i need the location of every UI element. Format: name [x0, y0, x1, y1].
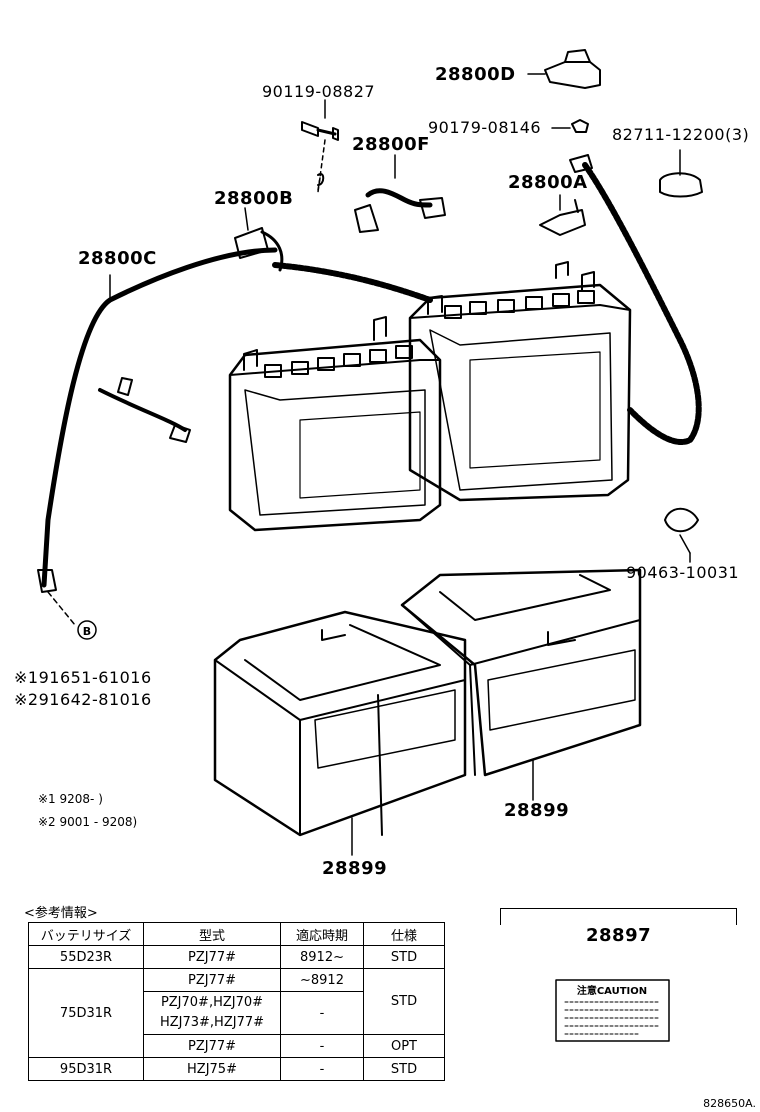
table-row: 95D31R HZJ75# - STD — [28, 1057, 445, 1081]
part-number-28897: 28897 — [586, 925, 652, 946]
caution-label-text: 注意CAUTION — [577, 984, 647, 997]
cell-size: 55D23R — [28, 945, 144, 969]
part-number-191651: ※191651-61016 — [14, 668, 152, 687]
cell-spec: STD — [363, 968, 445, 1035]
cell-model: HZJ75# — [143, 1057, 281, 1081]
battery-left — [228, 295, 443, 532]
header-battery-size: バッテリサイズ — [28, 922, 144, 946]
header-model: 型式 — [143, 922, 281, 946]
drawing-code: 828650A. — [703, 1097, 756, 1110]
table-row: 55D23R PZJ77# 8912~ STD — [28, 945, 445, 969]
callout-b-circle — [77, 620, 97, 640]
table-row: PZJ70#,HZJ70# HZJ73#,HZJ77# - — [29, 991, 445, 1035]
cable-28800a — [539, 154, 702, 445]
cable-28800c — [37, 247, 433, 626]
part-number-90463: 90463-10031 — [626, 563, 740, 582]
table-row: PZJ77# - OPT — [29, 1034, 445, 1058]
leader-lines — [109, 73, 691, 856]
cell-model-line: PZJ70#,HZJ70# — [160, 995, 264, 1010]
tray-left — [213, 610, 467, 837]
cell-size: 95D31R — [28, 1057, 144, 1081]
nut-90179 — [571, 119, 589, 133]
cell-spec: STD — [363, 1057, 445, 1081]
part-28800f — [354, 188, 446, 233]
part-number-28800c: 28800C — [78, 248, 157, 269]
cell-model-line: HZJ73#,HZJ77# — [159, 1015, 265, 1030]
table-row: 75D31R PZJ77# ~8912 STD — [28, 968, 445, 1058]
cell-spec: STD — [363, 945, 445, 969]
callout-b-text: B — [83, 625, 91, 638]
part-number-28800a: 28800A — [508, 172, 588, 193]
cell-model: PZJ77# — [143, 968, 281, 992]
cell-model-multi: PZJ70#,HZJ70# HZJ73#,HZJ77# — [143, 991, 281, 1035]
note-2: ※2 9001 - 9208) — [38, 815, 138, 829]
part-number-28899-right: 28899 — [504, 800, 570, 821]
header-period: 適応時期 — [280, 922, 364, 946]
bolt-90119 — [301, 121, 339, 193]
part-number-82711: 82711-12200(3) — [612, 125, 750, 144]
part-number-90119: 90119-08827 — [262, 82, 376, 101]
cell-spec: OPT — [363, 1034, 445, 1058]
part-28800d — [544, 49, 601, 89]
label-bracket — [500, 908, 737, 925]
tray-right — [400, 568, 642, 777]
cell-period: - — [280, 1057, 364, 1081]
note-1: ※1 9208- ) — [38, 792, 103, 806]
part-number-291642: ※291642-81016 — [14, 690, 152, 709]
caution-label — [555, 979, 670, 1042]
clamp-82711 — [659, 172, 703, 198]
cell-period: - — [280, 991, 364, 1035]
part-number-28800d: 28800D — [435, 64, 516, 85]
part-number-28800f: 28800F — [352, 134, 430, 155]
reference-title: <参考情報> — [24, 906, 98, 921]
part-number-90179: 90179-08146 — [428, 118, 542, 137]
table-header-row: バッテリサイズ 型式 適応時期 仕様 — [28, 922, 445, 946]
cell-period: 8912~ — [280, 945, 364, 969]
cell-model: PZJ77# — [143, 1034, 281, 1058]
header-spec: 仕様 — [363, 922, 445, 946]
reference-table: バッテリサイズ 型式 適応時期 仕様 55D23R PZJ77# 8912~ S… — [28, 922, 445, 1081]
cell-size: 75D31R — [28, 968, 144, 1058]
part-number-28800b: 28800B — [214, 188, 294, 209]
cell-period: - — [280, 1034, 364, 1058]
cell-period: ~8912 — [280, 968, 364, 992]
part-number-28899-left: 28899 — [322, 858, 388, 879]
clamp-90463 — [664, 507, 699, 554]
battery-right — [408, 261, 632, 502]
cell-model: PZJ77# — [143, 945, 281, 969]
